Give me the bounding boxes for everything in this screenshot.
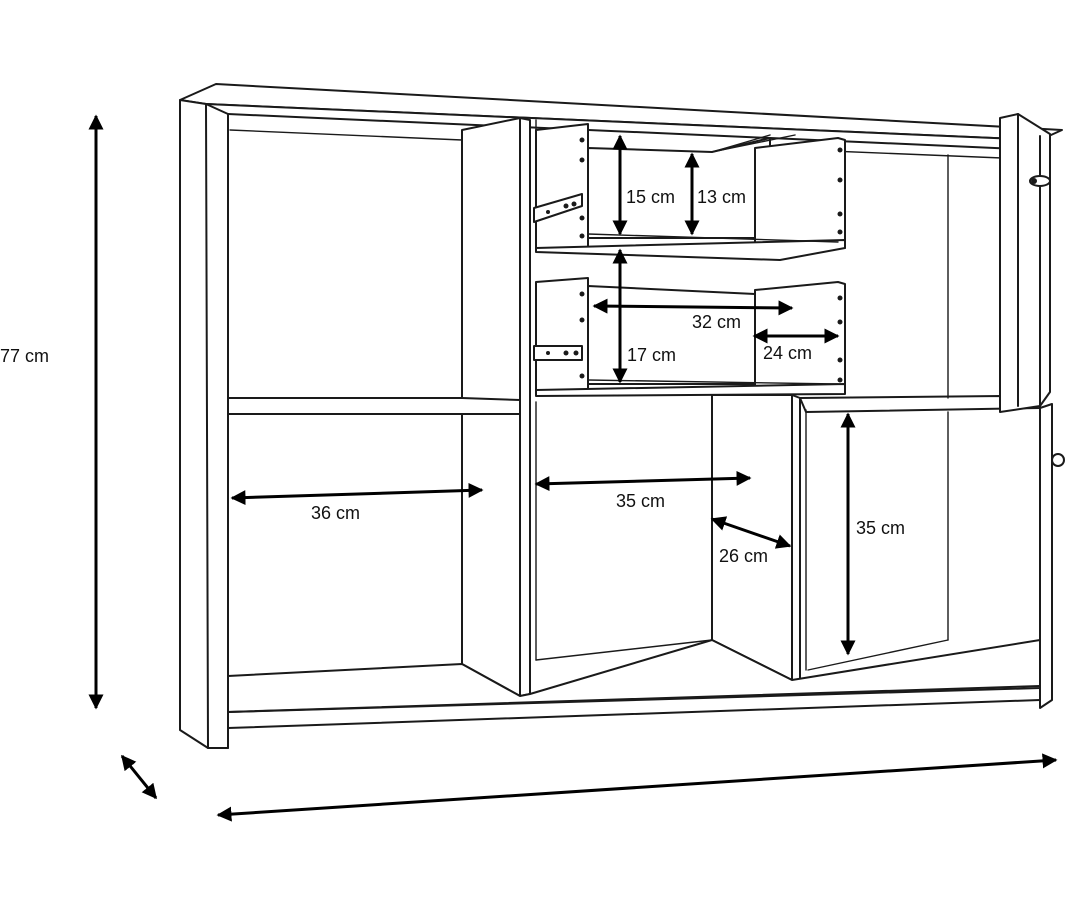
left-compartment-width-label: 36 cm bbox=[311, 503, 360, 523]
drawer-depth-label: 24 cm bbox=[763, 343, 812, 363]
drawer-top-inner-label: 13 cm bbox=[697, 187, 746, 207]
dimension-labels: 77 cm 15 cm 13 cm 32 cm 24 cm 17 cm 36 c… bbox=[0, 187, 905, 566]
drawer-width-label: 32 cm bbox=[692, 312, 741, 332]
height-total-label: 77 cm bbox=[0, 346, 49, 366]
drawer-top bbox=[533, 123, 846, 261]
drawer-bottom-back bbox=[587, 285, 756, 385]
width-arrow bbox=[216, 753, 1058, 822]
bottom-panel bbox=[227, 639, 1041, 713]
middle-compartment-width-arrow bbox=[534, 470, 752, 492]
compartment-depth-arrow bbox=[710, 516, 792, 549]
drawer-top-left-side bbox=[535, 123, 589, 251]
lower-door bbox=[1039, 403, 1053, 709]
shelf-left bbox=[227, 397, 521, 415]
drawer-top-outer-label: 15 cm bbox=[626, 187, 675, 207]
left-side-panel bbox=[179, 99, 229, 749]
middle-divider bbox=[711, 394, 801, 681]
drawer-top-right-side bbox=[754, 137, 846, 249]
drawer-bottom-height-label: 17 cm bbox=[627, 345, 676, 365]
compartment-depth-label: 26 cm bbox=[719, 546, 768, 566]
drawer-top-runner bbox=[533, 193, 583, 223]
upper-door bbox=[999, 113, 1051, 413]
lower-door-handle-icon bbox=[1051, 453, 1065, 467]
doors bbox=[999, 113, 1065, 709]
left-compartment-width-arrow bbox=[230, 482, 484, 506]
drawer-width-arrow bbox=[592, 298, 794, 316]
drawer-top-bottom bbox=[535, 239, 846, 261]
drawer-bottom-runner bbox=[533, 345, 583, 361]
depth-arrow bbox=[120, 754, 158, 800]
dimension-arrows bbox=[88, 114, 1058, 822]
middle-compartment-width-label: 35 cm bbox=[616, 491, 665, 511]
drawer-bottom-bottom bbox=[535, 383, 846, 397]
right-compartment-height-label: 35 cm bbox=[856, 518, 905, 538]
door-handle-icon bbox=[1029, 175, 1051, 187]
